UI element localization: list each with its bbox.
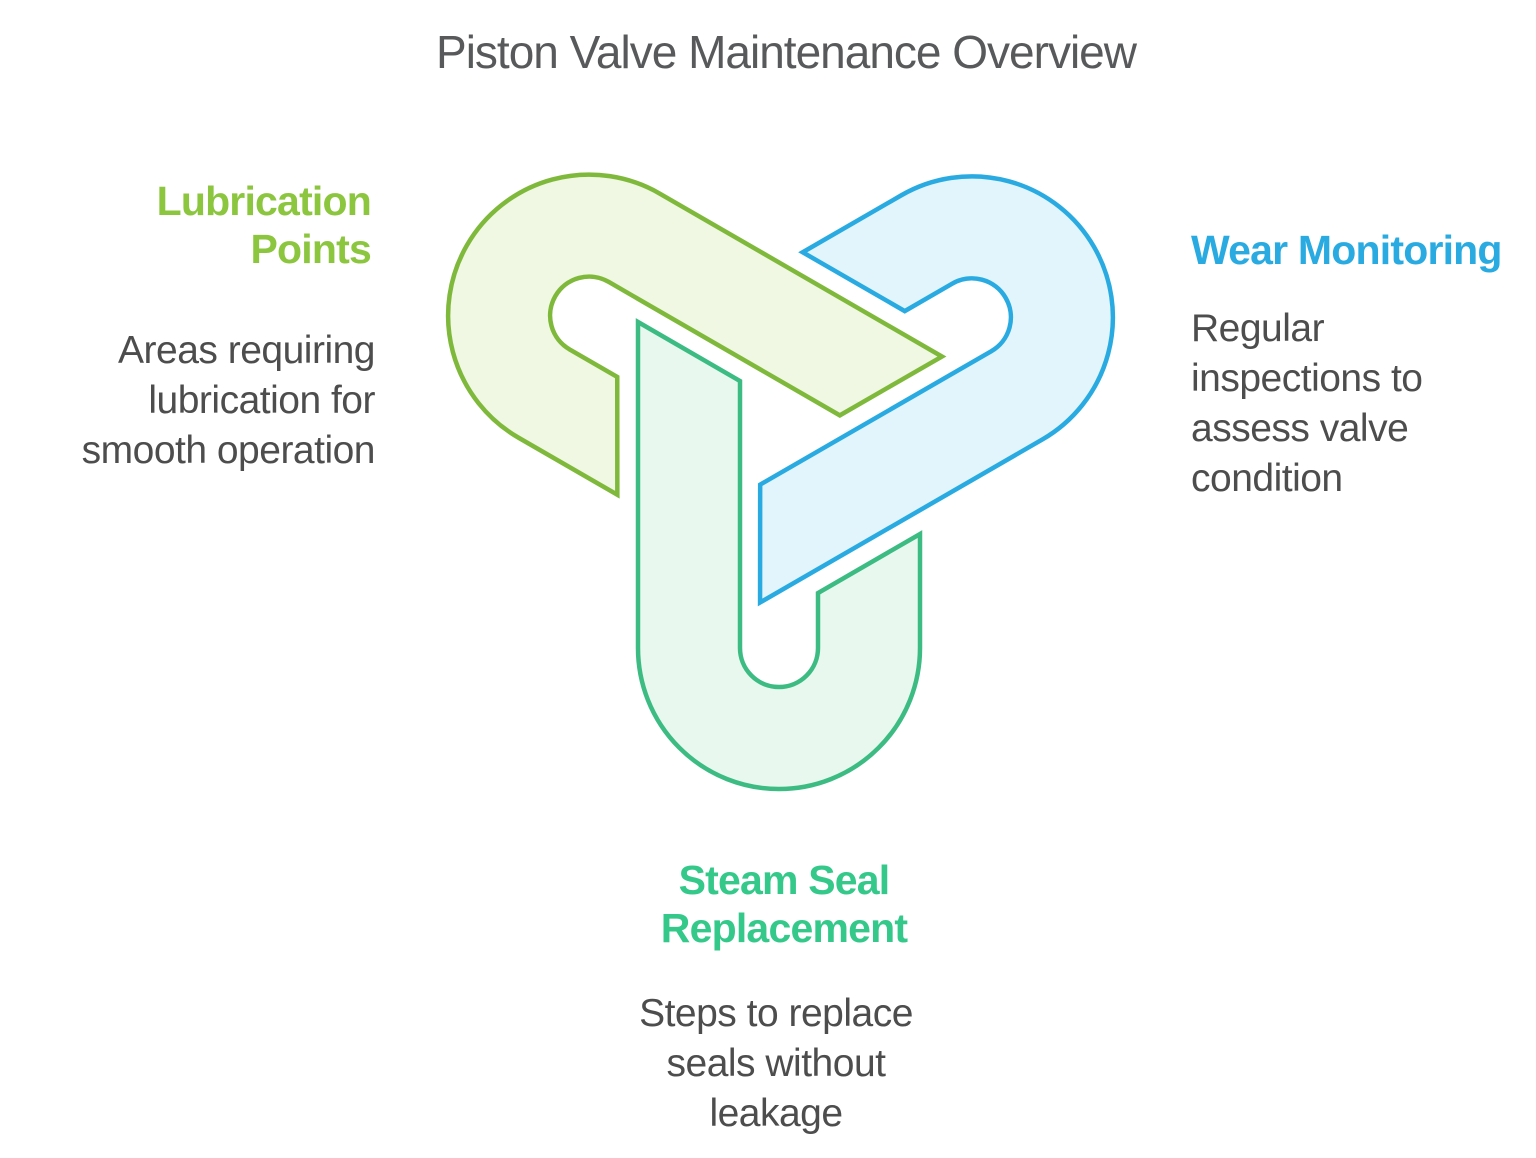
desc-line: Regular [1191,307,1325,350]
page-title: Piston Valve Maintenance Overview [436,26,1137,78]
heading-line: Steam Seal [678,857,891,903]
heading-line: Lubrication [156,178,372,224]
heading-line: Points [250,226,372,272]
lubrication-arm-shape [445,172,947,499]
desc-line: condition [1191,457,1343,500]
lubrication-points-heading: Lubrication Points [156,177,372,273]
desc-line: leakage [709,1092,843,1135]
desc-line: Steps to replace [639,992,913,1035]
heading-line: Replacement [660,905,908,951]
steam-seal-heading: Steam Seal Replacement [660,856,908,952]
desc-line: Areas requiring [118,329,375,372]
lubrication-points-description: Areas requiring lubrication for smooth o… [81,326,376,476]
desc-line: lubrication for [148,379,375,422]
heading-line: Wear Monitoring [1191,227,1502,273]
wear-monitoring-arm-shape [757,174,1116,607]
desc-line: smooth operation [81,429,376,472]
steam-seal-arm-shape [635,318,923,792]
desc-line: assess valve [1191,407,1409,450]
desc-line: seals without [666,1042,886,1085]
wear-monitoring-description: Regular inspections to assess valve cond… [1191,304,1423,504]
wear-monitoring-heading: Wear Monitoring [1191,226,1502,274]
desc-line: inspections to [1191,357,1423,400]
steam-seal-description: Steps to replace seals without leakage [639,989,913,1139]
